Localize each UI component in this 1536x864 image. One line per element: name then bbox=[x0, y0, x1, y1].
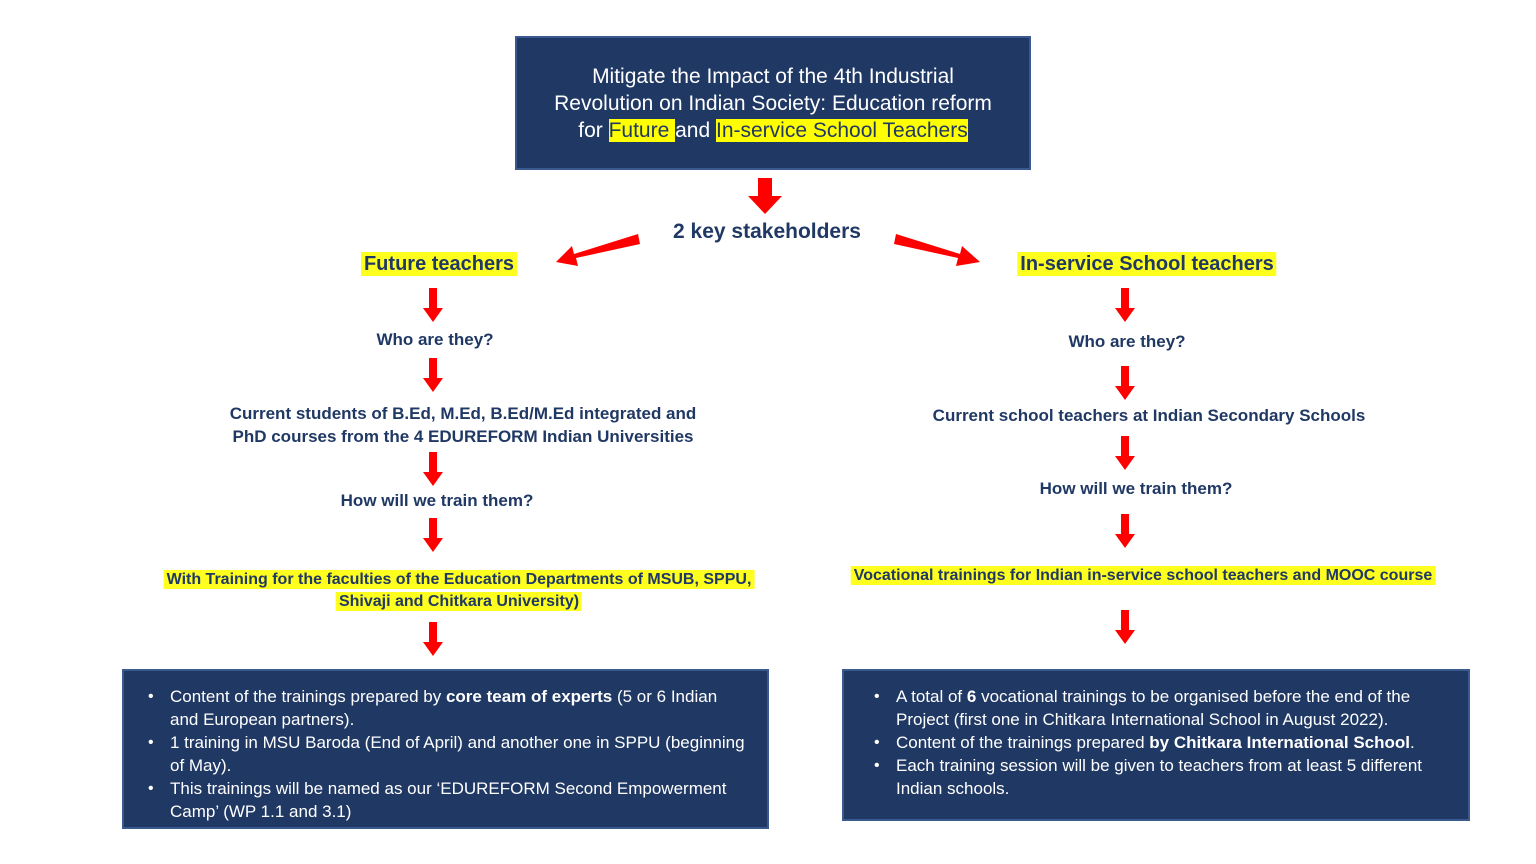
left-training-text: With Training for the faculties of the E… bbox=[163, 569, 755, 613]
arrow-down-right-2 bbox=[1115, 366, 1135, 400]
arrow-down-main bbox=[748, 178, 782, 214]
inservice-teachers-heading: In-service School teachers bbox=[1017, 252, 1277, 276]
right-who-answer: Current school teachers at Indian Second… bbox=[932, 406, 1366, 425]
left-how-question: How will we train them? bbox=[340, 491, 534, 510]
left-who-question: Who are they? bbox=[376, 330, 494, 349]
future-teachers-heading: Future teachers bbox=[360, 252, 518, 276]
right-how-question: How will we train them? bbox=[1039, 479, 1233, 498]
right-details-box: A total of 6 vocational trainings to be … bbox=[842, 669, 1470, 821]
left-bullet-1: Content of the trainings prepared by cor… bbox=[148, 685, 747, 731]
objective-line-1: Mitigate the Impact of the 4th Industria… bbox=[592, 64, 954, 88]
left-bullet-2: 1 training in MSU Baroda (End of April) … bbox=[148, 731, 747, 777]
arrow-down-left-5 bbox=[423, 622, 443, 656]
arrow-down-left-3 bbox=[423, 452, 443, 486]
arrow-down-left-4 bbox=[423, 518, 443, 552]
arrow-left-diagonal bbox=[556, 234, 640, 266]
stakeholders-label: 2 key stakeholders bbox=[673, 220, 861, 243]
left-bullet-3: This trainings will be named as our ‘EDU… bbox=[148, 777, 747, 823]
right-bullet-3: Each training session will be given to t… bbox=[874, 754, 1454, 800]
left-details-box: Content of the trainings prepared by cor… bbox=[122, 669, 769, 829]
inservice-highlight: In-service School Teachers bbox=[716, 118, 968, 142]
arrow-down-right-1 bbox=[1115, 288, 1135, 322]
right-bullet-1: A total of 6 vocational trainings to be … bbox=[874, 685, 1454, 731]
arrow-down-right-5 bbox=[1115, 610, 1135, 644]
arrow-down-right-3 bbox=[1115, 436, 1135, 470]
future-highlight: Future bbox=[608, 118, 676, 142]
right-training-text: Vocational trainings for Indian in-servi… bbox=[850, 566, 1436, 585]
right-who-question: Who are they? bbox=[1068, 332, 1186, 351]
arrow-right-diagonal bbox=[894, 234, 980, 266]
left-who-answer: Current students of B.Ed, M.Ed, B.Ed/M.E… bbox=[229, 404, 697, 446]
objective-line-2: Revolution on Indian Society: Education … bbox=[554, 91, 992, 115]
arrow-down-right-4 bbox=[1115, 514, 1135, 548]
main-objective-box: Mitigate the Impact of the 4th Industria… bbox=[515, 36, 1031, 170]
objective-line-3: for Future and In-service School Teacher… bbox=[578, 118, 968, 142]
arrow-down-left-1 bbox=[423, 288, 443, 322]
arrow-down-left-2 bbox=[423, 358, 443, 392]
right-bullet-2: Content of the trainings prepared by Chi… bbox=[874, 731, 1454, 754]
